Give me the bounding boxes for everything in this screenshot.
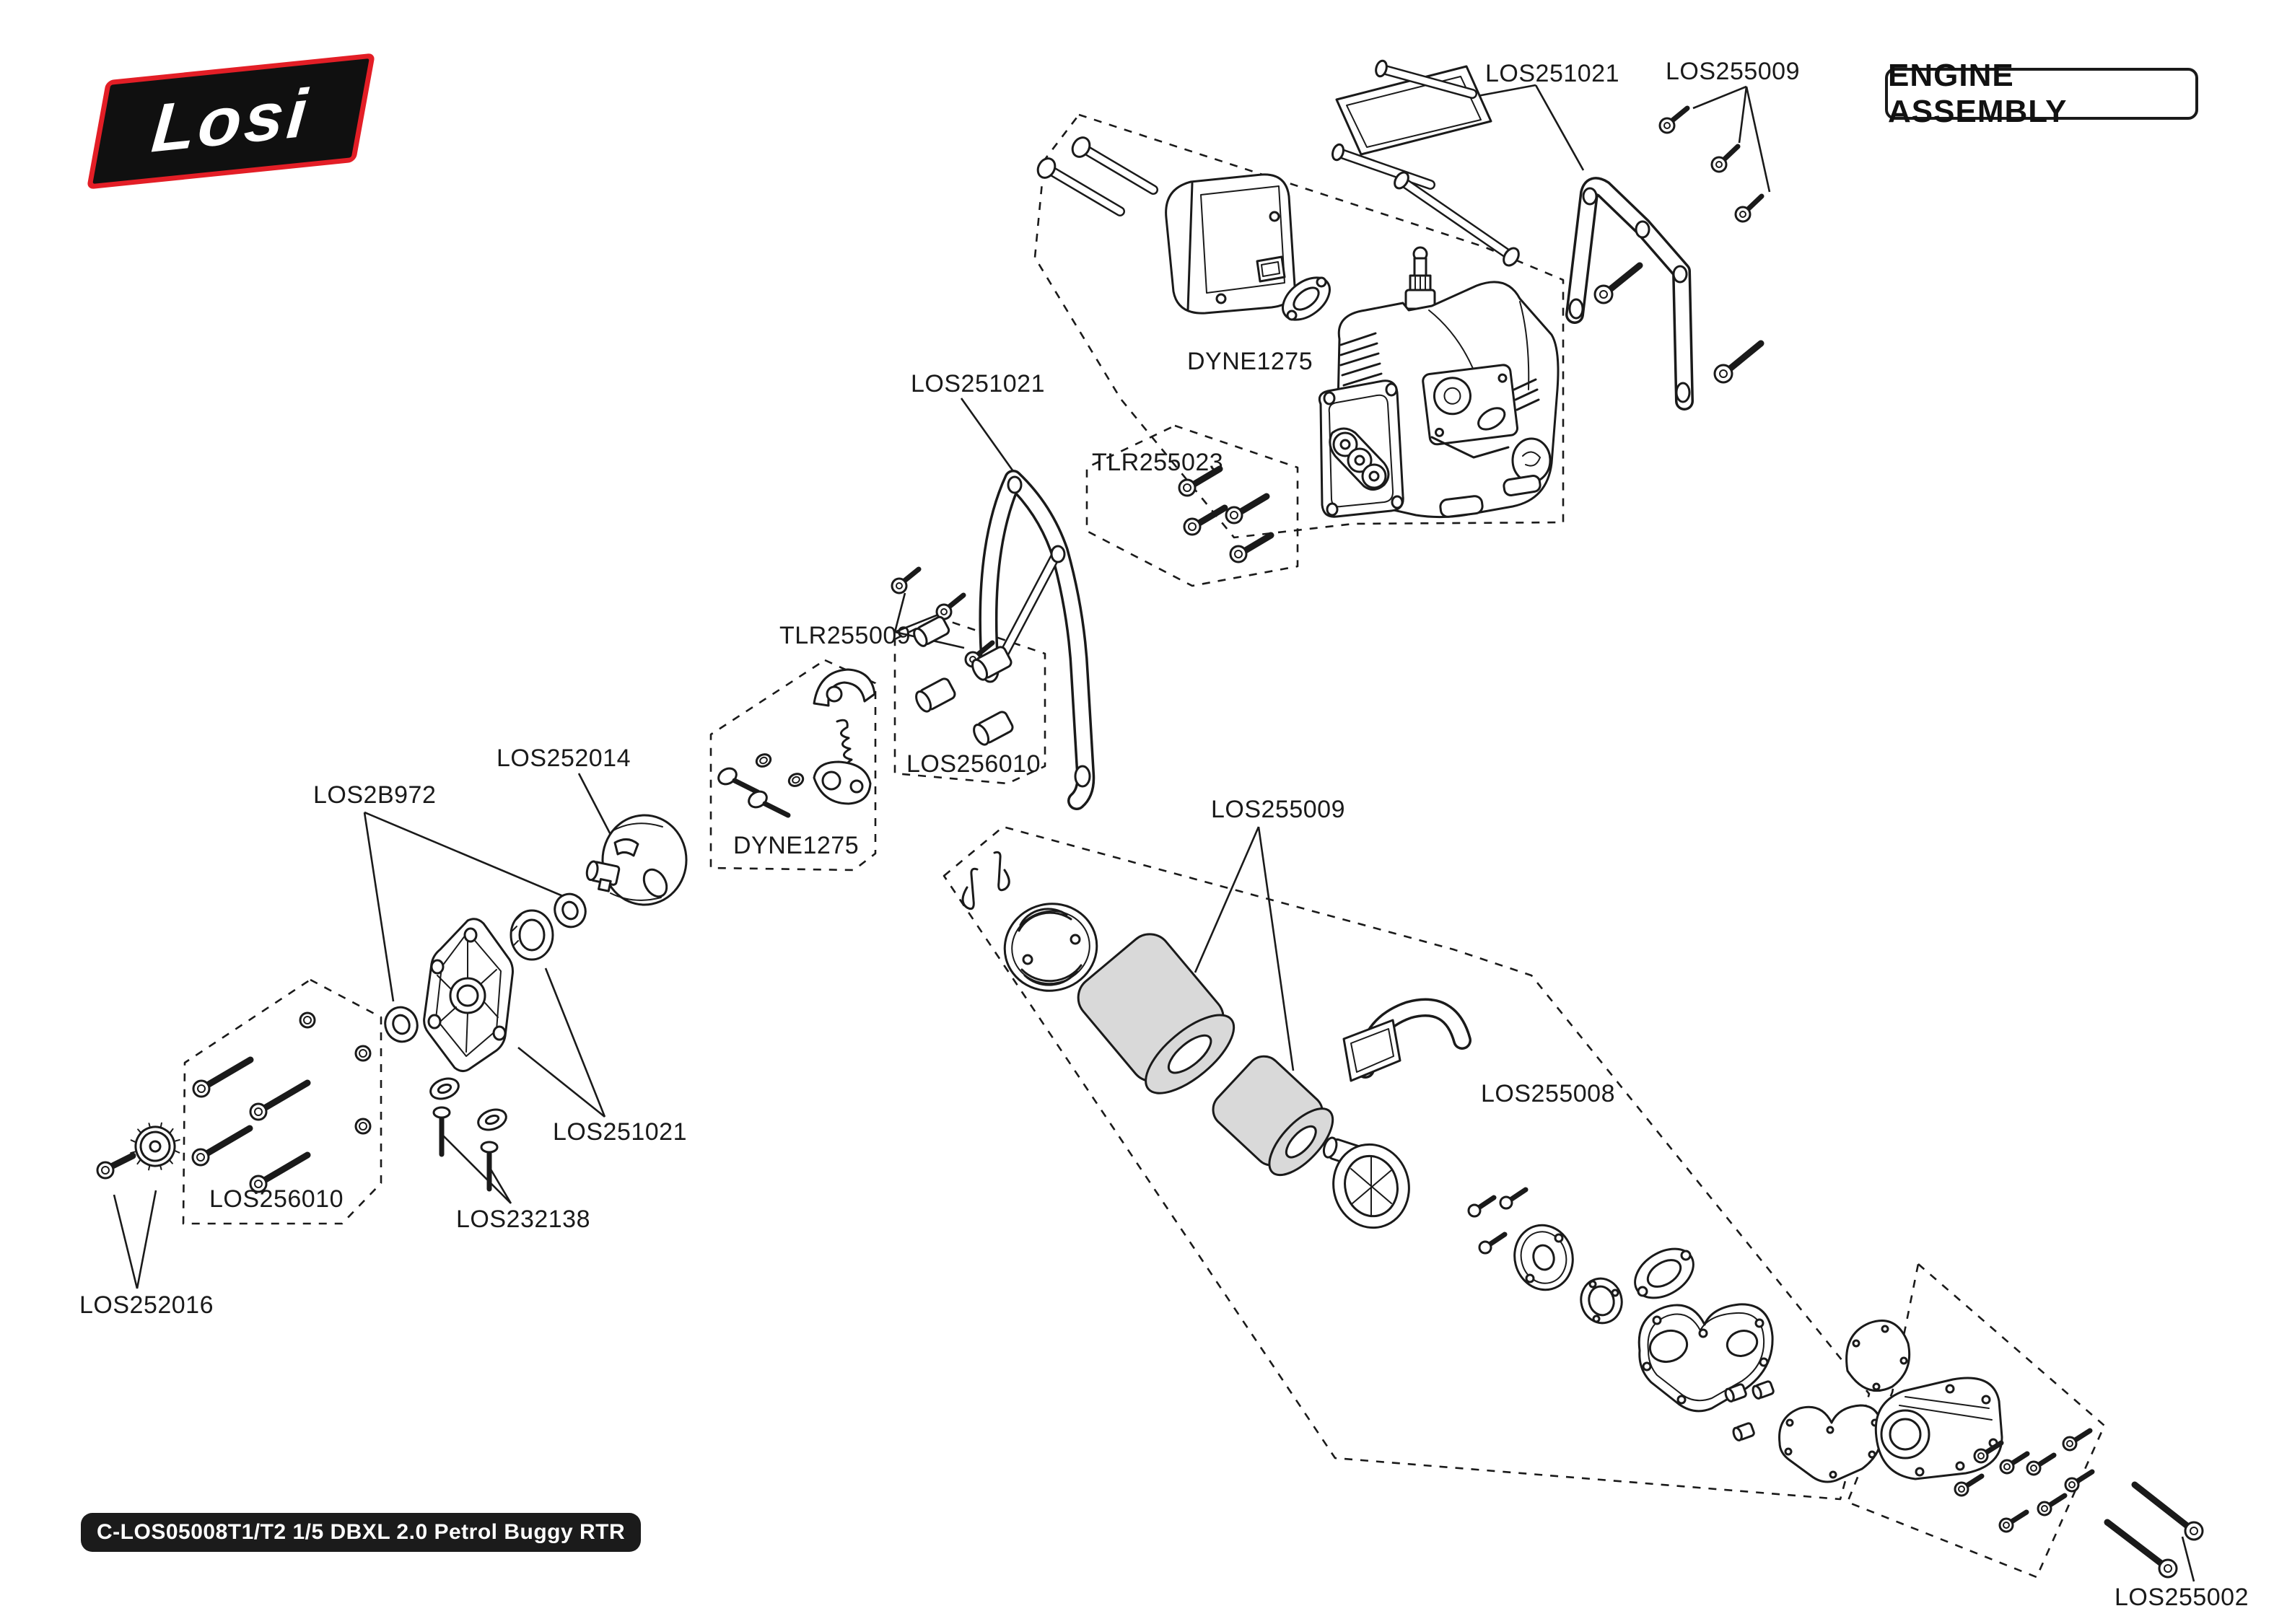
part-label-los251021-top: LOS251021 bbox=[1485, 60, 1619, 87]
part-label-los251021-mid: LOS251021 bbox=[911, 370, 1045, 398]
airfilter-group-outline bbox=[943, 825, 1871, 1501]
cover-group-outline bbox=[1846, 1263, 2106, 1579]
los255009-top-screws bbox=[1658, 105, 1764, 223]
muffler bbox=[1165, 173, 1296, 315]
round-gasket bbox=[1580, 1277, 1623, 1325]
los255008-screws bbox=[1467, 1187, 1529, 1255]
filter-cover-plate bbox=[1003, 903, 1098, 992]
sheet-title: ENGINE ASSEMBLY bbox=[1888, 58, 2068, 129]
clutch-parts bbox=[717, 668, 876, 818]
los232138-parts bbox=[429, 1077, 507, 1192]
muffler-engine-group-outline bbox=[1033, 113, 1565, 539]
engine-mount-pin bbox=[1394, 171, 1520, 267]
filter-base-flange bbox=[1322, 1136, 1410, 1229]
filter-shell-half bbox=[1342, 998, 1471, 1082]
engine-backplate bbox=[423, 918, 514, 1073]
bearing-small-a bbox=[554, 892, 587, 929]
engine bbox=[1318, 246, 1560, 519]
clutch-group-outline bbox=[709, 659, 877, 872]
pinion-gear bbox=[96, 1122, 180, 1180]
sheet-title-box: ENGINE ASSEMBLY bbox=[1885, 58, 2198, 129]
cover-screw-cluster bbox=[1954, 1428, 2095, 1533]
model-badge: C-LOS05008T1/T2 1/5 DBXL 2.0 Petrol Bugg… bbox=[81, 1513, 642, 1552]
tlr255023-screws bbox=[1178, 465, 1274, 563]
engine-mount-bracket-right bbox=[1565, 177, 1694, 411]
part-label-los256010-left: LOS256010 bbox=[209, 1185, 344, 1213]
muffler-bolts bbox=[1036, 136, 1158, 216]
group-outlines bbox=[182, 113, 2106, 1579]
foam-element-small bbox=[1212, 1055, 1334, 1177]
part-label-tlr255023: TLR255023 bbox=[1092, 449, 1224, 476]
clutch-carrier bbox=[585, 814, 688, 906]
part-label-los255008: LOS255008 bbox=[1481, 1080, 1615, 1107]
bearing-small-b bbox=[384, 1006, 419, 1043]
los256010-left-screws bbox=[191, 1011, 372, 1193]
engine-mount-plate bbox=[1331, 59, 1492, 190]
cam-cover-gasket bbox=[1778, 1404, 1884, 1483]
los255002-long-screws bbox=[2104, 1481, 2204, 1579]
part-label-dyne1275-clutch: DYNE1275 bbox=[733, 832, 860, 859]
muffler-gasket bbox=[1282, 276, 1331, 321]
part-label-los251021-bottom: LOS251021 bbox=[553, 1118, 687, 1146]
crankcase-cover bbox=[1874, 1377, 2003, 1480]
crankcase-cover-gasket bbox=[1845, 1320, 1911, 1392]
part-label-los252016: LOS252016 bbox=[79, 1291, 214, 1319]
part-label-tlr255009: TLR255009 bbox=[779, 622, 911, 649]
pullstart-plate bbox=[1513, 1224, 1574, 1291]
part-label-los255009-center: LOS255009 bbox=[1211, 796, 1345, 823]
part-label-los232138: LOS232138 bbox=[456, 1206, 590, 1233]
bracket-screws bbox=[1593, 262, 1764, 384]
cam-cover bbox=[1637, 1303, 1774, 1413]
tlr255023-group-outline bbox=[1085, 424, 1299, 587]
losi-logo-text: Losi bbox=[149, 74, 313, 167]
foam-element-large bbox=[1077, 933, 1236, 1094]
part-label-los252014: LOS252014 bbox=[497, 745, 631, 772]
part-label-dyne1275-engine: DYNE1275 bbox=[1187, 348, 1313, 375]
part-label-los255002: LOS255002 bbox=[2115, 1584, 2249, 1611]
crank-collar bbox=[510, 909, 554, 961]
part-label-los255009-top: LOS255009 bbox=[1666, 58, 1800, 85]
los256010-left-group-outline bbox=[182, 978, 382, 1225]
part-label-los2b972: LOS2B972 bbox=[313, 781, 437, 809]
engine-brace-mid bbox=[979, 470, 1096, 810]
oval-gasket bbox=[1634, 1247, 1694, 1299]
part-label-los256010-mid: LOS256010 bbox=[906, 750, 1041, 778]
losi-logo: Losi bbox=[86, 53, 376, 190]
cover-nuts bbox=[1724, 1380, 1775, 1441]
body-clips bbox=[961, 851, 1010, 910]
los256010-bushings bbox=[913, 615, 1014, 746]
